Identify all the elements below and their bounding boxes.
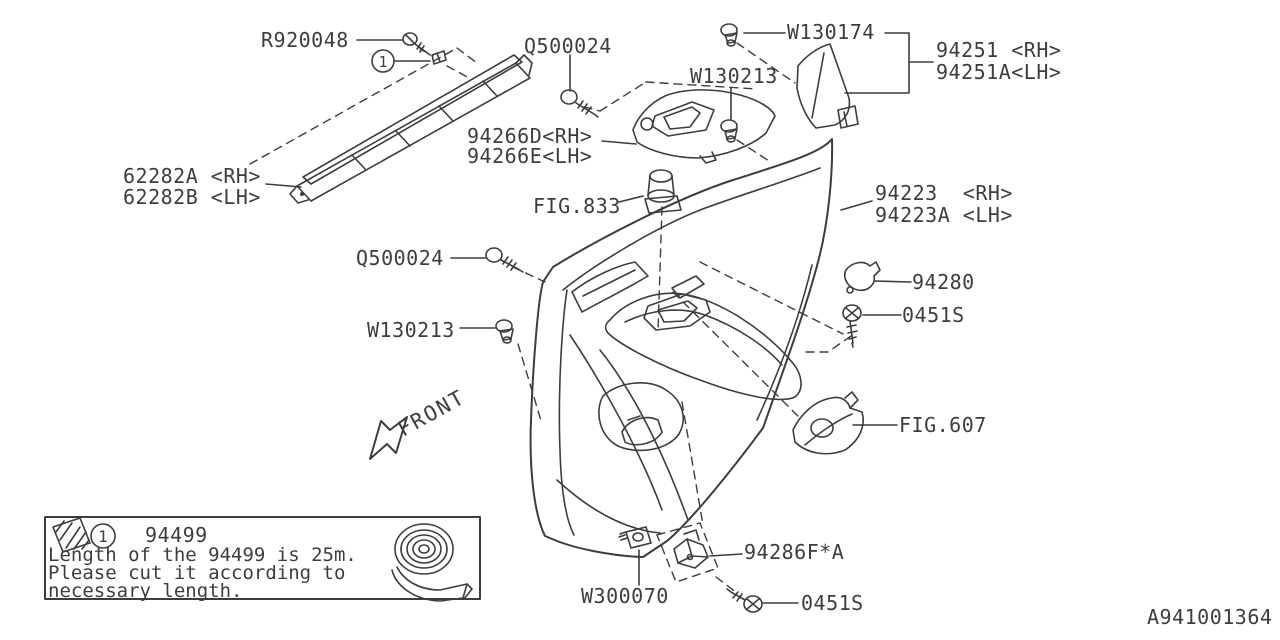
legend-callout-number: 1 xyxy=(98,527,108,546)
label-62282a: 62282A <RH> xyxy=(123,164,261,188)
panel-dash-to-fig607 xyxy=(672,291,801,419)
q500024-mid-dash xyxy=(512,266,546,283)
r920048-dashes xyxy=(419,48,472,80)
label-94266e: 94266E<LH> xyxy=(467,144,593,168)
label-w130174: W130174 xyxy=(787,20,875,44)
screw-q500024-mid xyxy=(485,247,524,273)
label-fig833: FIG.833 xyxy=(533,194,621,218)
panel-dash-to-94286 xyxy=(681,401,704,526)
legend-note-line1: Length of the 94499 is 25m. xyxy=(48,544,357,566)
door-trim-panel-94223 xyxy=(529,138,834,558)
bracket-94286f xyxy=(673,529,709,569)
front-arrow-label: FRONT xyxy=(394,385,470,441)
callout-1-circle xyxy=(371,49,395,73)
94286-to-screw-dash xyxy=(715,576,738,594)
label-94223-lh: 94223A <LH> xyxy=(875,203,1013,227)
tape-roll-illustration xyxy=(391,523,473,602)
94286-install-dashes xyxy=(656,522,719,583)
label-94266d: 94266D<RH> xyxy=(467,124,593,148)
callout-1-number: 1 xyxy=(378,53,387,71)
clip-w130213-mid xyxy=(495,319,514,344)
screw-q500024-top xyxy=(560,89,599,118)
switch-panel-94266 xyxy=(632,89,776,164)
label-q500024-top: Q500024 xyxy=(524,34,612,58)
grommet-94280 xyxy=(843,261,881,294)
w130213-top-dash xyxy=(736,139,773,164)
legend-note-line3: necessary length. xyxy=(48,580,243,602)
w130174-dash xyxy=(736,42,796,84)
label-94251-lh: 94251A<LH> xyxy=(936,60,1062,84)
front-arrow: FRONT xyxy=(369,385,470,460)
weatherstrip-install-dashes xyxy=(249,47,478,165)
clip-fig833 xyxy=(644,169,682,214)
switch-panel-install-dashes xyxy=(583,81,758,112)
weatherstrip-62282 xyxy=(289,54,533,204)
label-94223-rh: 94223 <RH> xyxy=(875,181,1013,205)
clip-w130174 xyxy=(720,23,738,47)
leader-lines xyxy=(265,32,934,604)
drawing-number: A941001364 xyxy=(1147,605,1273,629)
label-w130213-mid: W130213 xyxy=(367,318,455,342)
label-0451s-bottom: 0451S xyxy=(801,591,864,615)
label-w130213-top: W130213 xyxy=(690,64,778,88)
legend-box: 1 xyxy=(44,516,481,602)
label-r920048: R920048 xyxy=(261,28,349,52)
label-62282b: 62282B <LH> xyxy=(123,185,261,209)
label-94251-rh: 94251 <RH> xyxy=(936,38,1062,62)
w130213-mid-dash xyxy=(517,343,543,425)
pull-handle-fig607 xyxy=(792,391,864,455)
clip-callout-1 xyxy=(431,50,447,65)
screw-r920048 xyxy=(402,32,431,56)
corner-cover-94251 xyxy=(796,43,859,129)
0451s-right-dash xyxy=(805,335,852,353)
label-w300070: W300070 xyxy=(581,584,669,608)
legend-part-number: 94499 xyxy=(145,523,208,547)
label-94280: 94280 xyxy=(912,270,975,294)
label-q500024-mid: Q500024 xyxy=(356,246,444,270)
label-fig607: FIG.607 xyxy=(899,413,987,437)
legend-note-line2: Please cut it according to xyxy=(48,562,346,584)
screw-0451s-bottom xyxy=(726,588,763,613)
screw-0451s-right xyxy=(842,304,862,348)
clip-w300070 xyxy=(618,526,652,549)
panel-dash-to-0451s xyxy=(699,261,844,335)
clip-w130213-top xyxy=(720,119,738,143)
label-94286f: 94286F*A xyxy=(744,540,845,564)
label-0451s-right: 0451S xyxy=(902,303,965,327)
